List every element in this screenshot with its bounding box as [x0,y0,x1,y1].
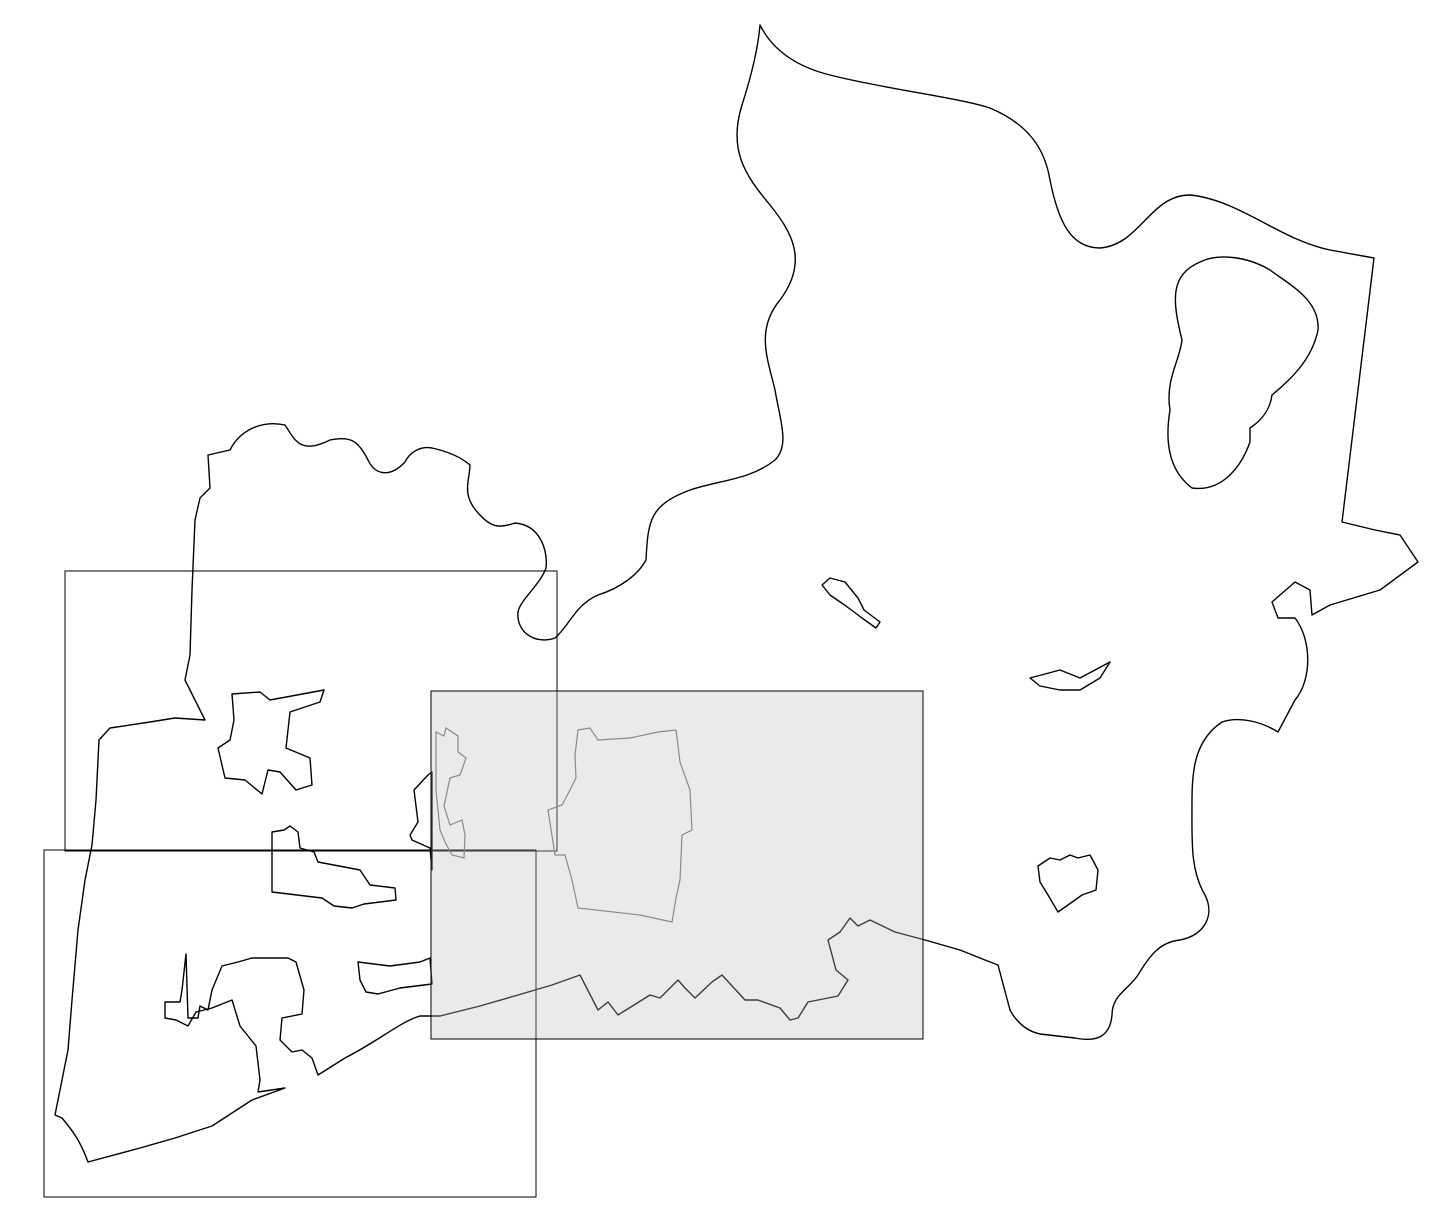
settlement-boundary [1029,661,1111,691]
selected-tile[interactable] [430,690,924,1040]
lake-boundary [1167,256,1319,490]
settlement-boundary [821,577,881,629]
selected-tile-frame[interactable] [430,690,924,1040]
settlement-boundary [409,771,433,871]
tile-frame-lower-left[interactable] [43,849,537,1198]
settlement-boundary [217,689,325,795]
district-boundary [54,24,1419,1163]
settlement-boundary-faded [547,727,693,923]
settlement-boundary-faded [435,727,467,859]
settlement-boundary [1037,854,1099,913]
settlement-boundary [271,825,397,909]
settlement-boundary [357,957,433,995]
